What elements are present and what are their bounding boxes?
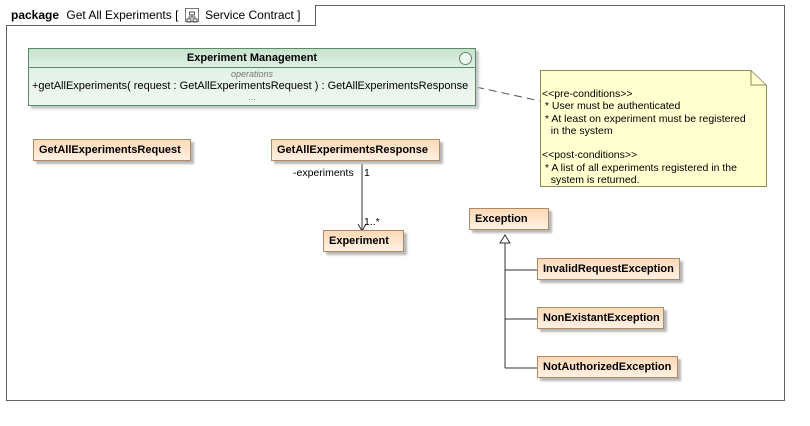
interface-circle-icon: [459, 52, 472, 65]
source-multiplicity-label: 1: [364, 167, 370, 179]
non-existant-exception-class[interactable]: NonExistantException: [537, 307, 664, 329]
operations-compartment-label: operations: [230, 69, 274, 79]
bracket-open: [: [175, 8, 179, 22]
generalization-triangle: [499, 234, 511, 244]
experiment-management-interface[interactable]: Experiment Management operations +getAll…: [28, 48, 476, 106]
note-text: <<pre-conditions>> * User must be authen…: [542, 88, 746, 187]
target-multiplicity-label: 1..*: [364, 216, 380, 228]
invalid-request-exception-class[interactable]: InvalidRequestException: [537, 258, 680, 280]
package-keyword: package: [11, 8, 60, 22]
bracket-close: ]: [297, 8, 301, 22]
get-all-experiments-operation[interactable]: +getAllExperiments( request : GetAllExpe…: [32, 80, 469, 92]
class-diagram-icon: [184, 8, 199, 23]
get-all-experiments-request-class[interactable]: GetAllExperimentsRequest: [33, 139, 191, 161]
exception-class[interactable]: Exception: [469, 208, 549, 230]
package-tab: package Get All Experiments [ Service Co…: [6, 5, 316, 26]
interface-title: Experiment Management: [29, 49, 475, 68]
note-anchor-line: [475, 86, 541, 102]
get-all-experiments-response-class[interactable]: GetAllExperimentsResponse: [271, 139, 440, 161]
experiment-class[interactable]: Experiment: [323, 230, 404, 252]
diagram-name: Service Contract: [205, 8, 294, 22]
package-name: Get All Experiments: [66, 8, 172, 22]
operations-ellipsis: ...: [248, 92, 256, 102]
package-frame: [6, 5, 785, 401]
note-outline: [540, 70, 767, 187]
not-authorized-exception-class[interactable]: NotAuthorizedException: [537, 356, 678, 378]
association-role-label: -experiments: [293, 167, 354, 179]
contract-note[interactable]: <<pre-conditions>> * User must be authen…: [540, 70, 767, 187]
